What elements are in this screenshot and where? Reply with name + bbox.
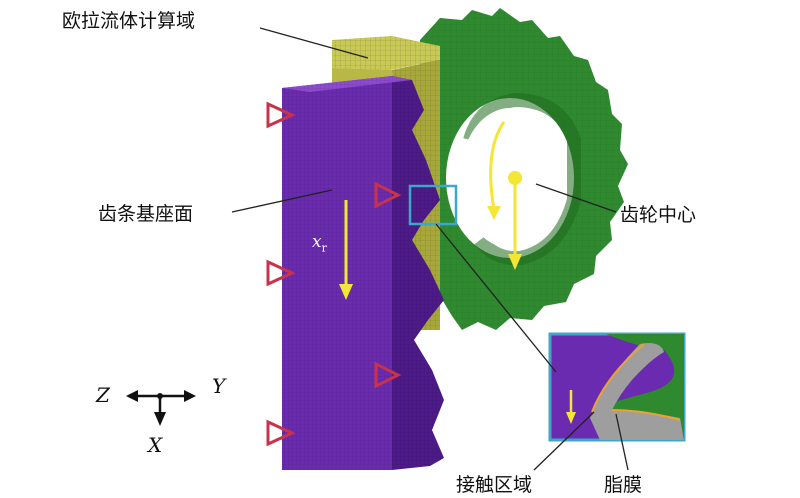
- label-contact-zone: 接触区域: [456, 474, 533, 496]
- axis-label-z: Z: [96, 383, 110, 407]
- support-triangle: [374, 361, 402, 389]
- support-triangle: [266, 101, 296, 129]
- gear-rotation-arrow: [489, 121, 506, 211]
- support-triangle: [266, 259, 296, 287]
- support-triangle: [374, 181, 402, 209]
- leader-lines: [231, 27, 629, 471]
- motion-arrows: [339, 121, 522, 300]
- symbol-x-p: xp: [530, 196, 547, 219]
- rack: [282, 76, 444, 470]
- symbol-theta-p: θp: [502, 124, 520, 147]
- leader-inset-link: [435, 223, 557, 373]
- support-triangle: [266, 419, 296, 447]
- contact-inset: [548, 332, 686, 442]
- leader-rack-base: [231, 189, 333, 213]
- axis-label-y: Y: [212, 374, 226, 398]
- label-euler-domain: 欧拉流体计算域: [62, 10, 196, 32]
- symbol-x-r: xr: [312, 232, 327, 255]
- supports: [266, 101, 402, 447]
- leader-gear-center: [535, 183, 617, 213]
- leader-grease-film: [615, 413, 629, 471]
- label-gear-center: 齿轮中心: [620, 204, 697, 226]
- contact-highlight-box: [408, 184, 458, 226]
- label-rack-base: 齿条基座面: [98, 203, 194, 225]
- leader-contact-zone: [533, 411, 595, 471]
- label-grease-film: 脂膜: [604, 474, 643, 496]
- coordinate-triad: [126, 390, 196, 426]
- leader-fluid: [259, 27, 369, 59]
- gear: [420, 8, 628, 330]
- axis-label-x: X: [148, 433, 163, 457]
- gear-center-dot: [508, 171, 522, 185]
